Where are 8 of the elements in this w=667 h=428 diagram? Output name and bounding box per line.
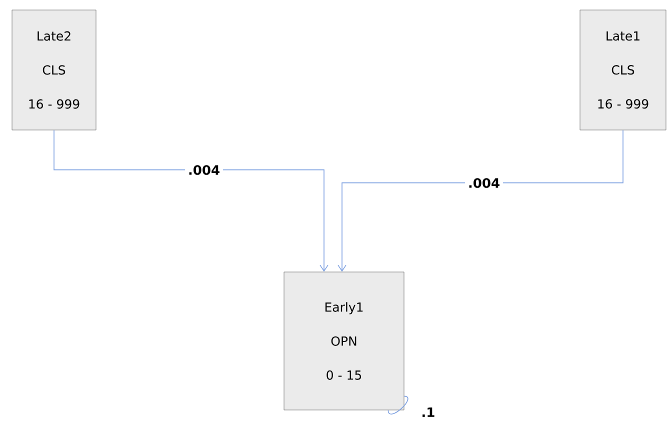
- process-box: Late2 CLS 16 - 999: [12, 10, 96, 130]
- edge-label: .004: [184, 162, 224, 178]
- edge-label: .004: [464, 175, 504, 191]
- arrow: [54, 130, 328, 272]
- arrow: [338, 130, 624, 272]
- process-box: Early1 OPN 0 - 15: [284, 272, 404, 410]
- process-box: Late1 CLS 16 - 999: [580, 10, 666, 130]
- edge-label: .1: [418, 404, 438, 420]
